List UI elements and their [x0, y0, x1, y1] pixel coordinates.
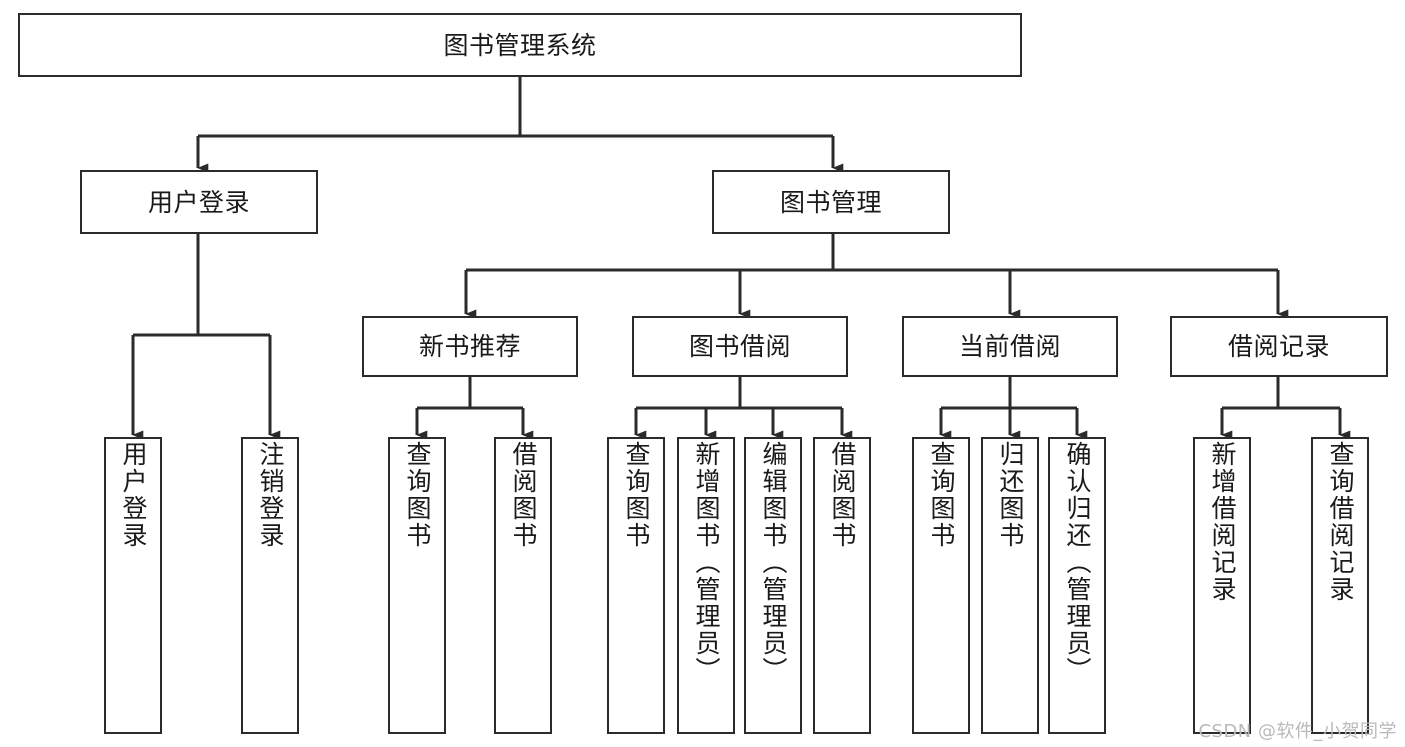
node-root-system[interactable]: 图书管理系统 — [18, 13, 1022, 77]
node-label: 归还图书 — [996, 441, 1025, 549]
node-label: 查询图书 — [403, 441, 432, 549]
leaf-user-login-login[interactable]: 用户登录 — [104, 437, 162, 734]
csdn-watermark: CSDN @软件_小贺同学 — [1198, 721, 1397, 742]
node-label: 图书管理 — [779, 187, 882, 217]
leaf-current-confirm-return[interactable]: 确认归还（管理员） — [1048, 437, 1106, 734]
node-label: 新增图书（管理员） — [692, 441, 721, 684]
node-label: 借阅记录 — [1227, 332, 1330, 361]
leaf-record-query-record[interactable]: 查询借阅记录 — [1311, 437, 1369, 734]
node-label: 查询图书 — [622, 441, 651, 549]
leaf-record-add-record[interactable]: 新增借阅记录 — [1193, 437, 1251, 734]
node-label: 借阅图书 — [828, 441, 857, 549]
node-label: 新增借阅记录 — [1208, 441, 1237, 603]
node-current-borrow[interactable]: 当前借阅 — [902, 316, 1118, 377]
node-label: 借阅图书 — [509, 441, 538, 549]
leaf-borrow-add-book[interactable]: 新增图书（管理员） — [677, 437, 735, 734]
leaf-current-query-book[interactable]: 查询图书 — [912, 437, 970, 734]
node-label: 用户登录 — [147, 187, 250, 217]
node-label: 图书借阅 — [688, 332, 791, 361]
node-label: 当前借阅 — [958, 332, 1061, 361]
node-label: 用户登录 — [119, 441, 148, 549]
leaf-borrow-query-book[interactable]: 查询图书 — [607, 437, 665, 734]
node-borrow-record[interactable]: 借阅记录 — [1170, 316, 1388, 377]
leaf-recommend-borrow-book[interactable]: 借阅图书 — [494, 437, 552, 734]
node-label: 注销登录 — [256, 441, 285, 549]
leaf-borrow-edit-book[interactable]: 编辑图书（管理员） — [744, 437, 802, 734]
node-book-borrow[interactable]: 图书借阅 — [632, 316, 848, 377]
node-label: 编辑图书（管理员） — [759, 441, 788, 684]
leaf-current-return-book[interactable]: 归还图书 — [981, 437, 1039, 734]
node-label: 确认归还（管理员） — [1063, 441, 1092, 684]
node-book-management[interactable]: 图书管理 — [712, 170, 950, 234]
node-label: 新书推荐 — [418, 332, 521, 361]
leaf-borrow-borrow-book[interactable]: 借阅图书 — [813, 437, 871, 734]
node-new-book-recommend[interactable]: 新书推荐 — [362, 316, 578, 377]
leaf-recommend-query-book[interactable]: 查询图书 — [388, 437, 446, 734]
leaf-user-login-logout[interactable]: 注销登录 — [241, 437, 299, 734]
node-label: 查询借阅记录 — [1326, 441, 1355, 603]
node-label: 图书管理系统 — [443, 30, 597, 60]
node-label: 查询图书 — [927, 441, 956, 549]
node-user-login[interactable]: 用户登录 — [80, 170, 318, 234]
